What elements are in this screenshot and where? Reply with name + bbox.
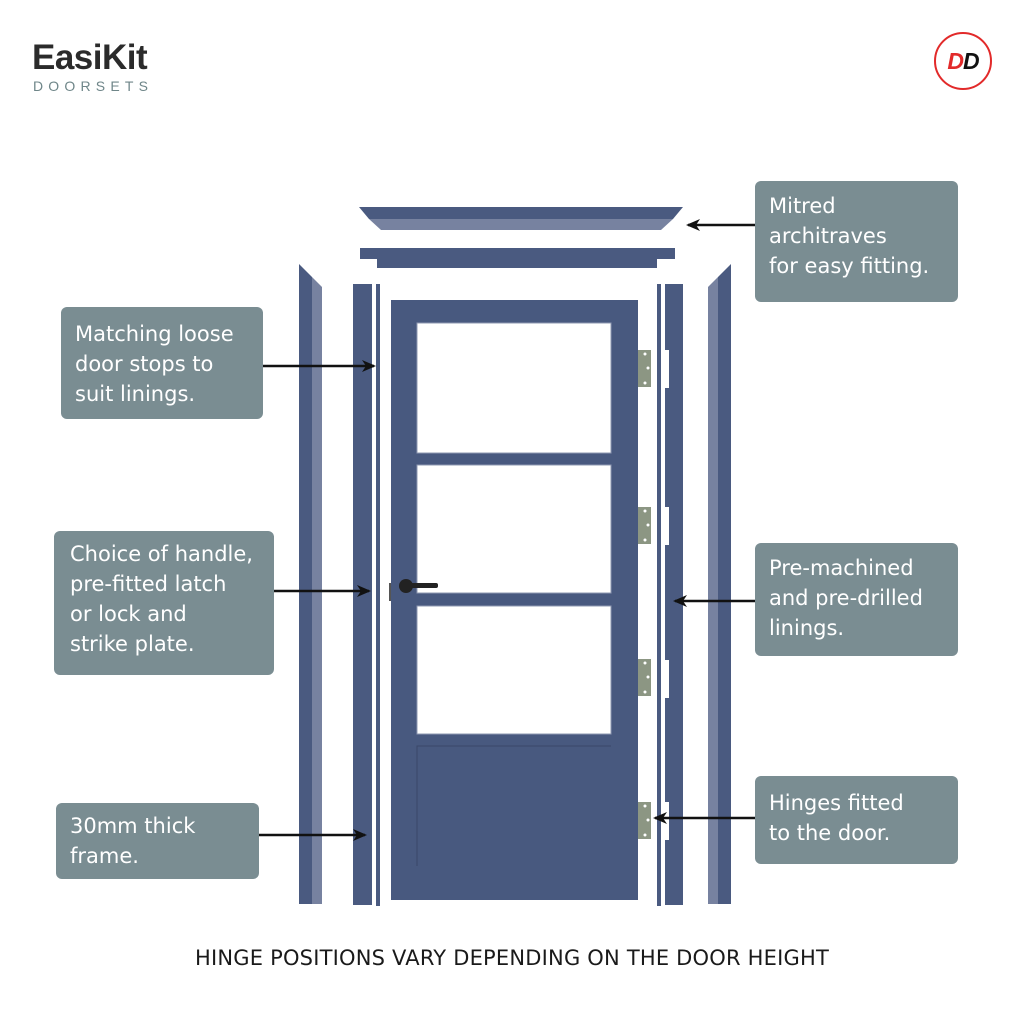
door-leaf (391, 300, 638, 900)
right-lining (665, 284, 683, 905)
callout-linings: Pre-machined and pre-drilled linings. (755, 543, 958, 656)
callout-line: Hinges fitted (769, 791, 904, 815)
callout-handle: Choice of handle, pre-fitted latch or lo… (54, 531, 274, 675)
callout-line: suit linings. (75, 382, 196, 406)
callout-frame: 30mm thick frame. (56, 803, 259, 879)
badge-letter-right: D (963, 47, 980, 74)
right-door-stop (657, 284, 661, 906)
glass-pane-3 (416, 605, 612, 735)
hinge-icon (638, 507, 651, 544)
callout-line: linings. (769, 616, 845, 640)
callout-line: 30mm thick (70, 814, 196, 838)
top-architrave (359, 207, 683, 230)
callout-architraves: Mitred architraves for easy fitting. (755, 181, 958, 302)
callout-line: frame. (70, 844, 139, 868)
callout-line: strike plate. (70, 632, 195, 656)
hinge-icon (638, 659, 651, 696)
lever-handle-icon (389, 579, 438, 601)
right-architrave (708, 264, 731, 904)
callout-line: or lock and (70, 602, 187, 626)
left-door-stop (376, 284, 380, 906)
callout-line: Choice of handle, (70, 542, 253, 566)
left-lining (353, 284, 372, 905)
brand-logo-name: EasiKit (32, 38, 148, 77)
callout-door-stops: Matching loose door stops to suit lining… (61, 307, 263, 419)
callout-line: Matching loose (75, 322, 234, 346)
hinge-icon (638, 802, 651, 839)
hinges (638, 350, 651, 839)
callout-line: for easy fitting. (769, 254, 930, 278)
callout-line: to the door. (769, 821, 891, 845)
left-architrave (299, 264, 322, 904)
callout-line: door stops to (75, 352, 214, 376)
callout-line: and pre-drilled (769, 586, 923, 610)
callout-line: architraves (769, 224, 887, 248)
callout-line: pre-fitted latch (70, 572, 227, 596)
glass-pane-2 (416, 464, 612, 594)
brand-logo-subtitle: DOORSETS (33, 78, 154, 94)
callout-hinges: Hinges fitted to the door. (755, 776, 958, 864)
callout-line: Pre-machined (769, 556, 914, 580)
callout-line: Mitred (769, 194, 836, 218)
badge-letter-left: D (947, 47, 964, 74)
glass-pane-1 (416, 322, 612, 454)
footer-note: HINGE POSITIONS VARY DEPENDING ON THE DO… (194, 946, 830, 970)
head-lining (360, 248, 675, 268)
hinge-icon (638, 350, 651, 387)
callout-arrows (259, 219, 755, 841)
